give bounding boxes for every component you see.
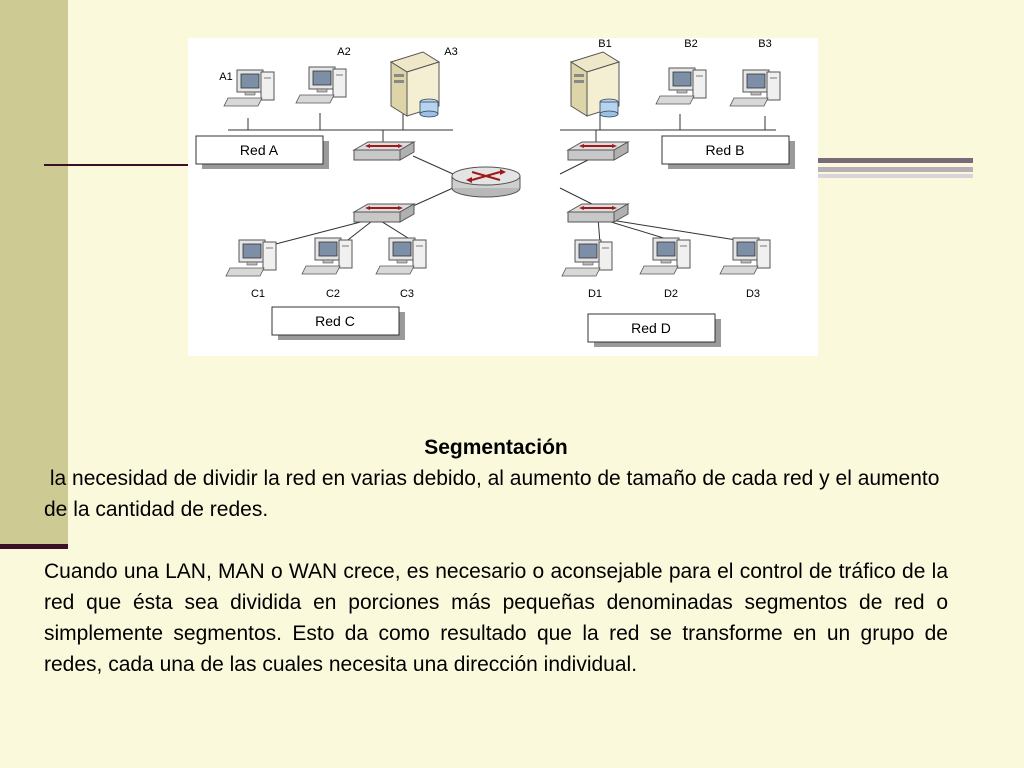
- pc-d1-icon: [561, 239, 613, 277]
- host-label-b1: B1: [598, 38, 611, 50]
- network-label-d: Red D: [631, 320, 671, 336]
- pc-b2-icon: [655, 67, 707, 105]
- host-label-c1: C1: [251, 288, 265, 300]
- host-label-b2: B2: [684, 38, 697, 50]
- divider-line-right-light: [818, 174, 973, 178]
- network-label-b: Red B: [706, 142, 745, 158]
- host-label-a2: A2: [337, 46, 350, 58]
- network-diagram: Red A Red B Red C Red D A1 A2 A3 B1 B2 B…: [188, 38, 818, 356]
- switch-d-icon: [567, 203, 629, 223]
- divider-line-right-shade: [818, 167, 973, 172]
- switch-c-icon: [353, 203, 415, 223]
- server-a3-icon: [390, 51, 440, 118]
- router-icon: [451, 166, 521, 198]
- slide-title: Segmentación: [424, 436, 568, 459]
- divider-line-right: [818, 158, 973, 163]
- slide-text: Segmentación la necesidad de dividir la …: [44, 432, 948, 680]
- host-label-c3: C3: [400, 288, 414, 300]
- pc-c2-icon: [301, 237, 353, 275]
- switch-b-icon: [567, 141, 629, 161]
- network-label-a: Red A: [240, 142, 279, 158]
- divider-line-left: [44, 164, 190, 166]
- pc-d2-icon: [639, 237, 691, 275]
- host-label-a1: A1: [219, 71, 232, 83]
- network-label-c: Red C: [315, 313, 355, 329]
- server-b1-icon: [570, 51, 620, 118]
- switch-a-icon: [353, 141, 415, 161]
- pc-a2-icon: [295, 66, 347, 104]
- pc-d3-icon: [719, 237, 771, 275]
- network-box-b: [661, 135, 790, 165]
- network-box-a: [195, 135, 324, 165]
- pc-b3-icon: [729, 69, 781, 107]
- network-box-c: [271, 306, 400, 336]
- pc-c1-icon: [225, 239, 277, 277]
- body-paragraph: Cuando una LAN, MAN o WAN crece, es nece…: [44, 560, 948, 676]
- host-label-d3: D3: [746, 288, 760, 300]
- network-box-d: [587, 313, 716, 343]
- host-label-c2: C2: [326, 288, 340, 300]
- left-bar-rule: [0, 544, 68, 549]
- host-label-d2: D2: [664, 288, 678, 300]
- host-label-a3: A3: [444, 46, 457, 58]
- pc-c3-icon: [375, 237, 427, 275]
- host-label-d1: D1: [588, 288, 602, 300]
- host-label-b3: B3: [758, 38, 771, 50]
- intro-paragraph: la necesidad de dividir la red en varias…: [44, 467, 946, 521]
- left-accent-bar: [0, 0, 68, 548]
